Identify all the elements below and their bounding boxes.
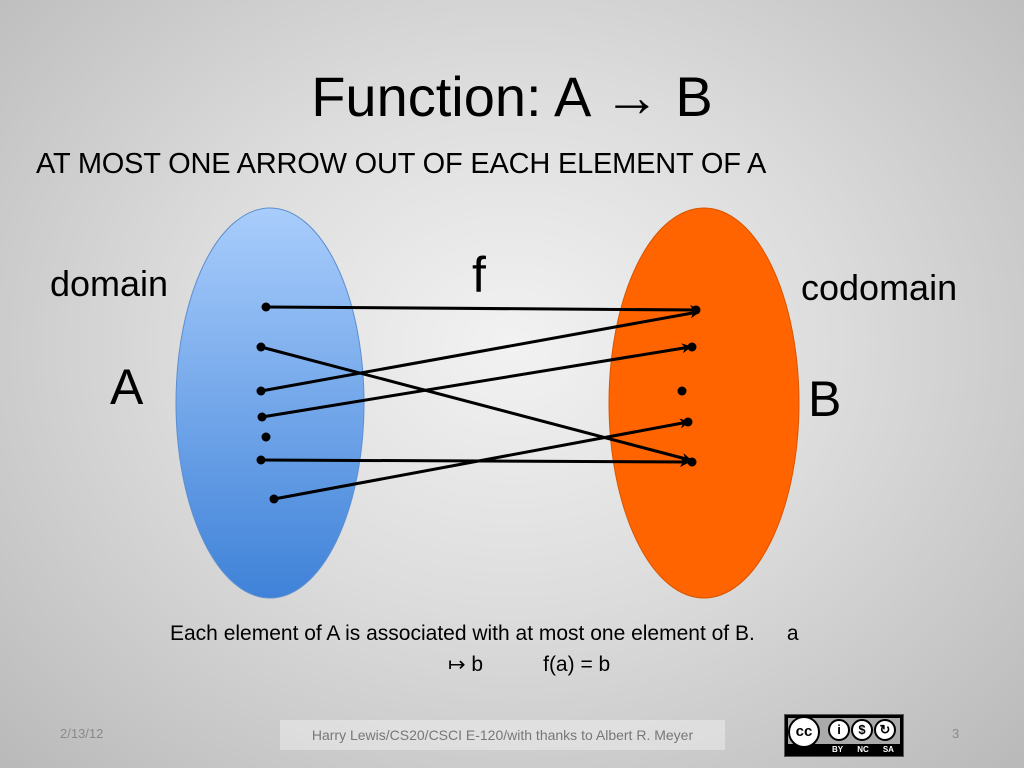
element-dot <box>687 342 697 352</box>
set-b-label: B <box>808 371 842 427</box>
arrow-4 <box>261 343 692 419</box>
cc-tags: BY NC SA <box>825 744 901 756</box>
caption: Each element of A is associated with at … <box>170 618 799 680</box>
caption-line-1: Each element of A is associated with at … <box>170 618 799 649</box>
cc-tag-nc: NC <box>857 745 869 754</box>
element-dot <box>691 305 701 315</box>
caption-equation: f(a) = b <box>543 653 611 676</box>
element-dot <box>257 412 267 422</box>
person-icon: i <box>828 719 850 741</box>
arrow-3 <box>260 308 700 393</box>
cc-tag-by: BY <box>832 745 844 754</box>
share-alike-icon: ↻ <box>874 719 896 741</box>
arrow-2 <box>260 345 692 463</box>
function-label: f <box>472 247 486 303</box>
cc-logo-icon: cc <box>788 716 820 748</box>
footer-date: 2/13/12 <box>60 726 104 741</box>
codomain-elements <box>677 305 701 467</box>
slide-title: Function: A → B <box>311 65 713 128</box>
element-dot <box>256 455 266 465</box>
element-dot <box>256 386 266 396</box>
element-dot <box>261 302 271 312</box>
dollar-icon: $ <box>851 719 873 741</box>
page-number: 3 <box>952 726 960 741</box>
element-dot <box>261 432 271 442</box>
caption-maps-var: a <box>786 622 799 645</box>
element-dot <box>677 386 687 396</box>
element-dot <box>256 342 266 352</box>
element-dot <box>269 494 279 504</box>
caption-maps-to: ↦ b <box>448 653 484 676</box>
cc-tag-sa: SA <box>882 745 894 754</box>
slide-subtitle: AT MOST ONE ARROW OUT OF EACH ELEMENT OF… <box>36 148 767 180</box>
caption-line-2: ↦ b f(a) = b <box>170 649 799 680</box>
footer-credit: Harry Lewis/CS20/CSCI E-120/with thanks … <box>280 720 725 750</box>
domain-label: domain <box>50 263 169 304</box>
arrow-1 <box>265 304 700 315</box>
element-dot <box>687 457 697 467</box>
element-dot <box>683 417 693 427</box>
caption-text: Each element of A is associated with at … <box>170 622 755 645</box>
codomain-label: codomain <box>801 267 958 308</box>
set-b-ellipse <box>608 207 800 599</box>
domain-elements <box>256 302 279 504</box>
cc-license-badge[interactable]: cc i $ ↻ BY NC SA <box>784 714 904 757</box>
set-a-label: A <box>110 359 144 415</box>
set-a-ellipse <box>175 207 365 599</box>
arrow-6 <box>273 418 690 501</box>
arrows <box>260 304 700 501</box>
